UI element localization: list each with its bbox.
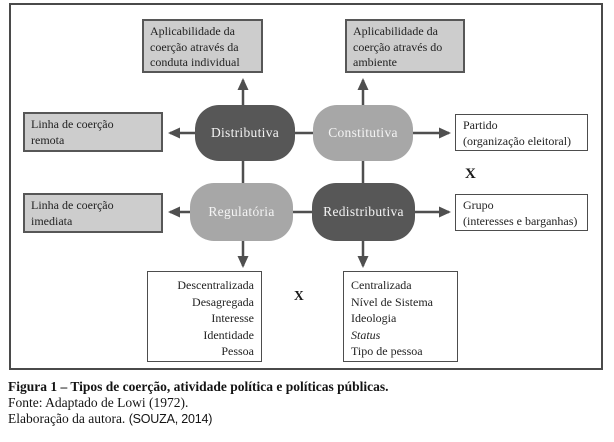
figure-caption-citation: (SOUZA, 2014) [128,412,213,426]
node-redistributiva: Redistributiva [312,183,415,241]
box-line: conduta individual [150,55,240,69]
list-item: Nível de Sistema [351,294,433,309]
node-label: Distributiva [210,125,280,140]
box-line: coerção através da [150,39,239,54]
box-centralized-list: Centralizada Nível de Sistema Ideologia … [343,271,458,362]
box-applicability-environment: Aplicabilidade da coerção através do amb… [345,19,465,73]
box-line: ambiente [353,55,397,69]
box-immediate-coercion-line: Linha de coerção imediata [23,193,163,233]
box-party-electoral: Partido (organização eleitoral) [455,114,588,151]
list-item: Centralizada [351,278,412,292]
box-line: Linha de coerção [31,117,114,131]
box-line: imediata [31,213,73,228]
box-line: (interesses e barganhas) [463,214,578,228]
box-line: (organização eleitoral) [463,134,572,148]
box-line: remota [31,132,65,147]
node-label: Regulatória [208,204,275,219]
box-line: coerção através do [353,39,443,54]
node-constitutiva: Constitutiva [313,105,413,161]
box-applicability-individual-conduct: Aplicabilidade da coerção através da con… [142,19,263,73]
box-group-interests: Grupo (interesses e barganhas) [455,194,588,231]
list-item: Desagregada [192,294,254,309]
list-item: Descentralizada [177,278,254,292]
box-decentralized-list: Descentralizada Desagregada Interesse Id… [147,271,262,362]
box-line: Grupo [463,198,494,212]
node-label: Constitutiva [328,125,398,140]
node-distributiva: Distributiva [195,105,295,161]
diagram-frame [9,3,603,370]
node-label: Redistributiva [323,204,404,219]
list-item: Interesse [211,311,254,326]
figure-caption-source: Fonte: Adaptado de Lowi (1972). [8,395,189,410]
box-remote-coercion-line: Linha de coerção remota [23,112,163,152]
list-item: Pessoa [221,344,254,359]
list-item: Ideologia [351,311,397,326]
list-item: Tipo de pessoa [351,344,423,359]
figure-caption-credit: Elaboração da autora. [8,411,126,426]
node-regulatoria: Regulatória [190,183,293,241]
list-item: Identidade [203,327,254,342]
figure-caption-credit-line: Elaboração da autora. (SOUZA, 2014) [8,411,212,427]
figure-caption-title: Figura 1 – Tipos de coerção, atividade p… [8,379,389,394]
box-line: Aplicabilidade da [150,24,235,38]
x-mark-right: X [465,166,476,182]
box-line: Partido [463,118,498,132]
box-line: Aplicabilidade da [353,24,438,38]
list-item: Status [351,327,381,342]
box-line: Linha de coerção [31,198,114,212]
x-mark-bottom: X [294,288,304,303]
